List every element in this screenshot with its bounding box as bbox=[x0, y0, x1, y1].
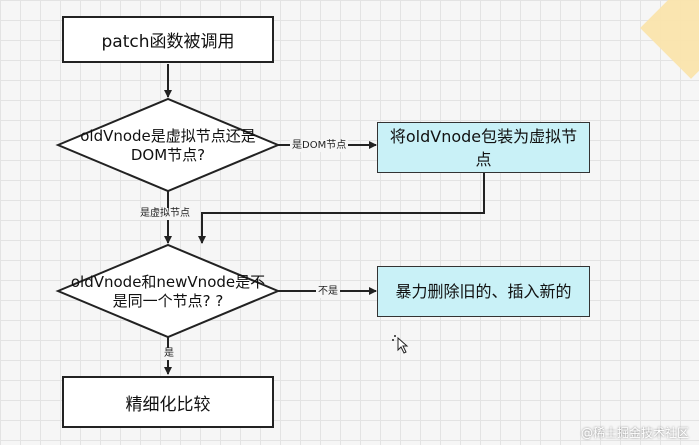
start-node: patch函数被调用 bbox=[62, 16, 274, 63]
replace-node: 暴力删除旧的、插入新的 bbox=[377, 266, 590, 317]
edge-wrap-to-decision2 bbox=[198, 172, 485, 244]
watermark: @稀土掘金技术社区 bbox=[580, 426, 689, 440]
decision1-label: oldVnode是虚拟节点还是DOM节点? bbox=[80, 127, 256, 164]
replace-node-label: 暴力删除旧的、插入新的 bbox=[395, 282, 572, 301]
wrap-node: 将oldVnode包装为虚拟节点 bbox=[377, 122, 590, 173]
compare-node-label: 精细化比较 bbox=[125, 394, 211, 415]
decision2-label: oldVnode和newVnode是不是同一个节点? ? bbox=[70, 273, 266, 310]
compare-node: 精细化比较 bbox=[62, 376, 274, 428]
decision1-node: oldVnode是虚拟节点还是DOM节点? bbox=[72, 124, 264, 168]
edge-label-is-vnode: 是虚拟节点 bbox=[138, 208, 192, 220]
edge-label-same: 是 bbox=[162, 348, 176, 360]
wrap-node-label: 将oldVnode包装为虚拟节点 bbox=[389, 126, 578, 169]
edge-label-not-same: 不是 bbox=[316, 286, 340, 298]
decision2-node: oldVnode和newVnode是不是同一个节点? ? bbox=[68, 271, 268, 313]
start-node-label: patch函数被调用 bbox=[101, 32, 235, 52]
cursor-icon bbox=[392, 335, 409, 354]
edge-label-is-dom: 是DOM节点 bbox=[290, 140, 349, 152]
